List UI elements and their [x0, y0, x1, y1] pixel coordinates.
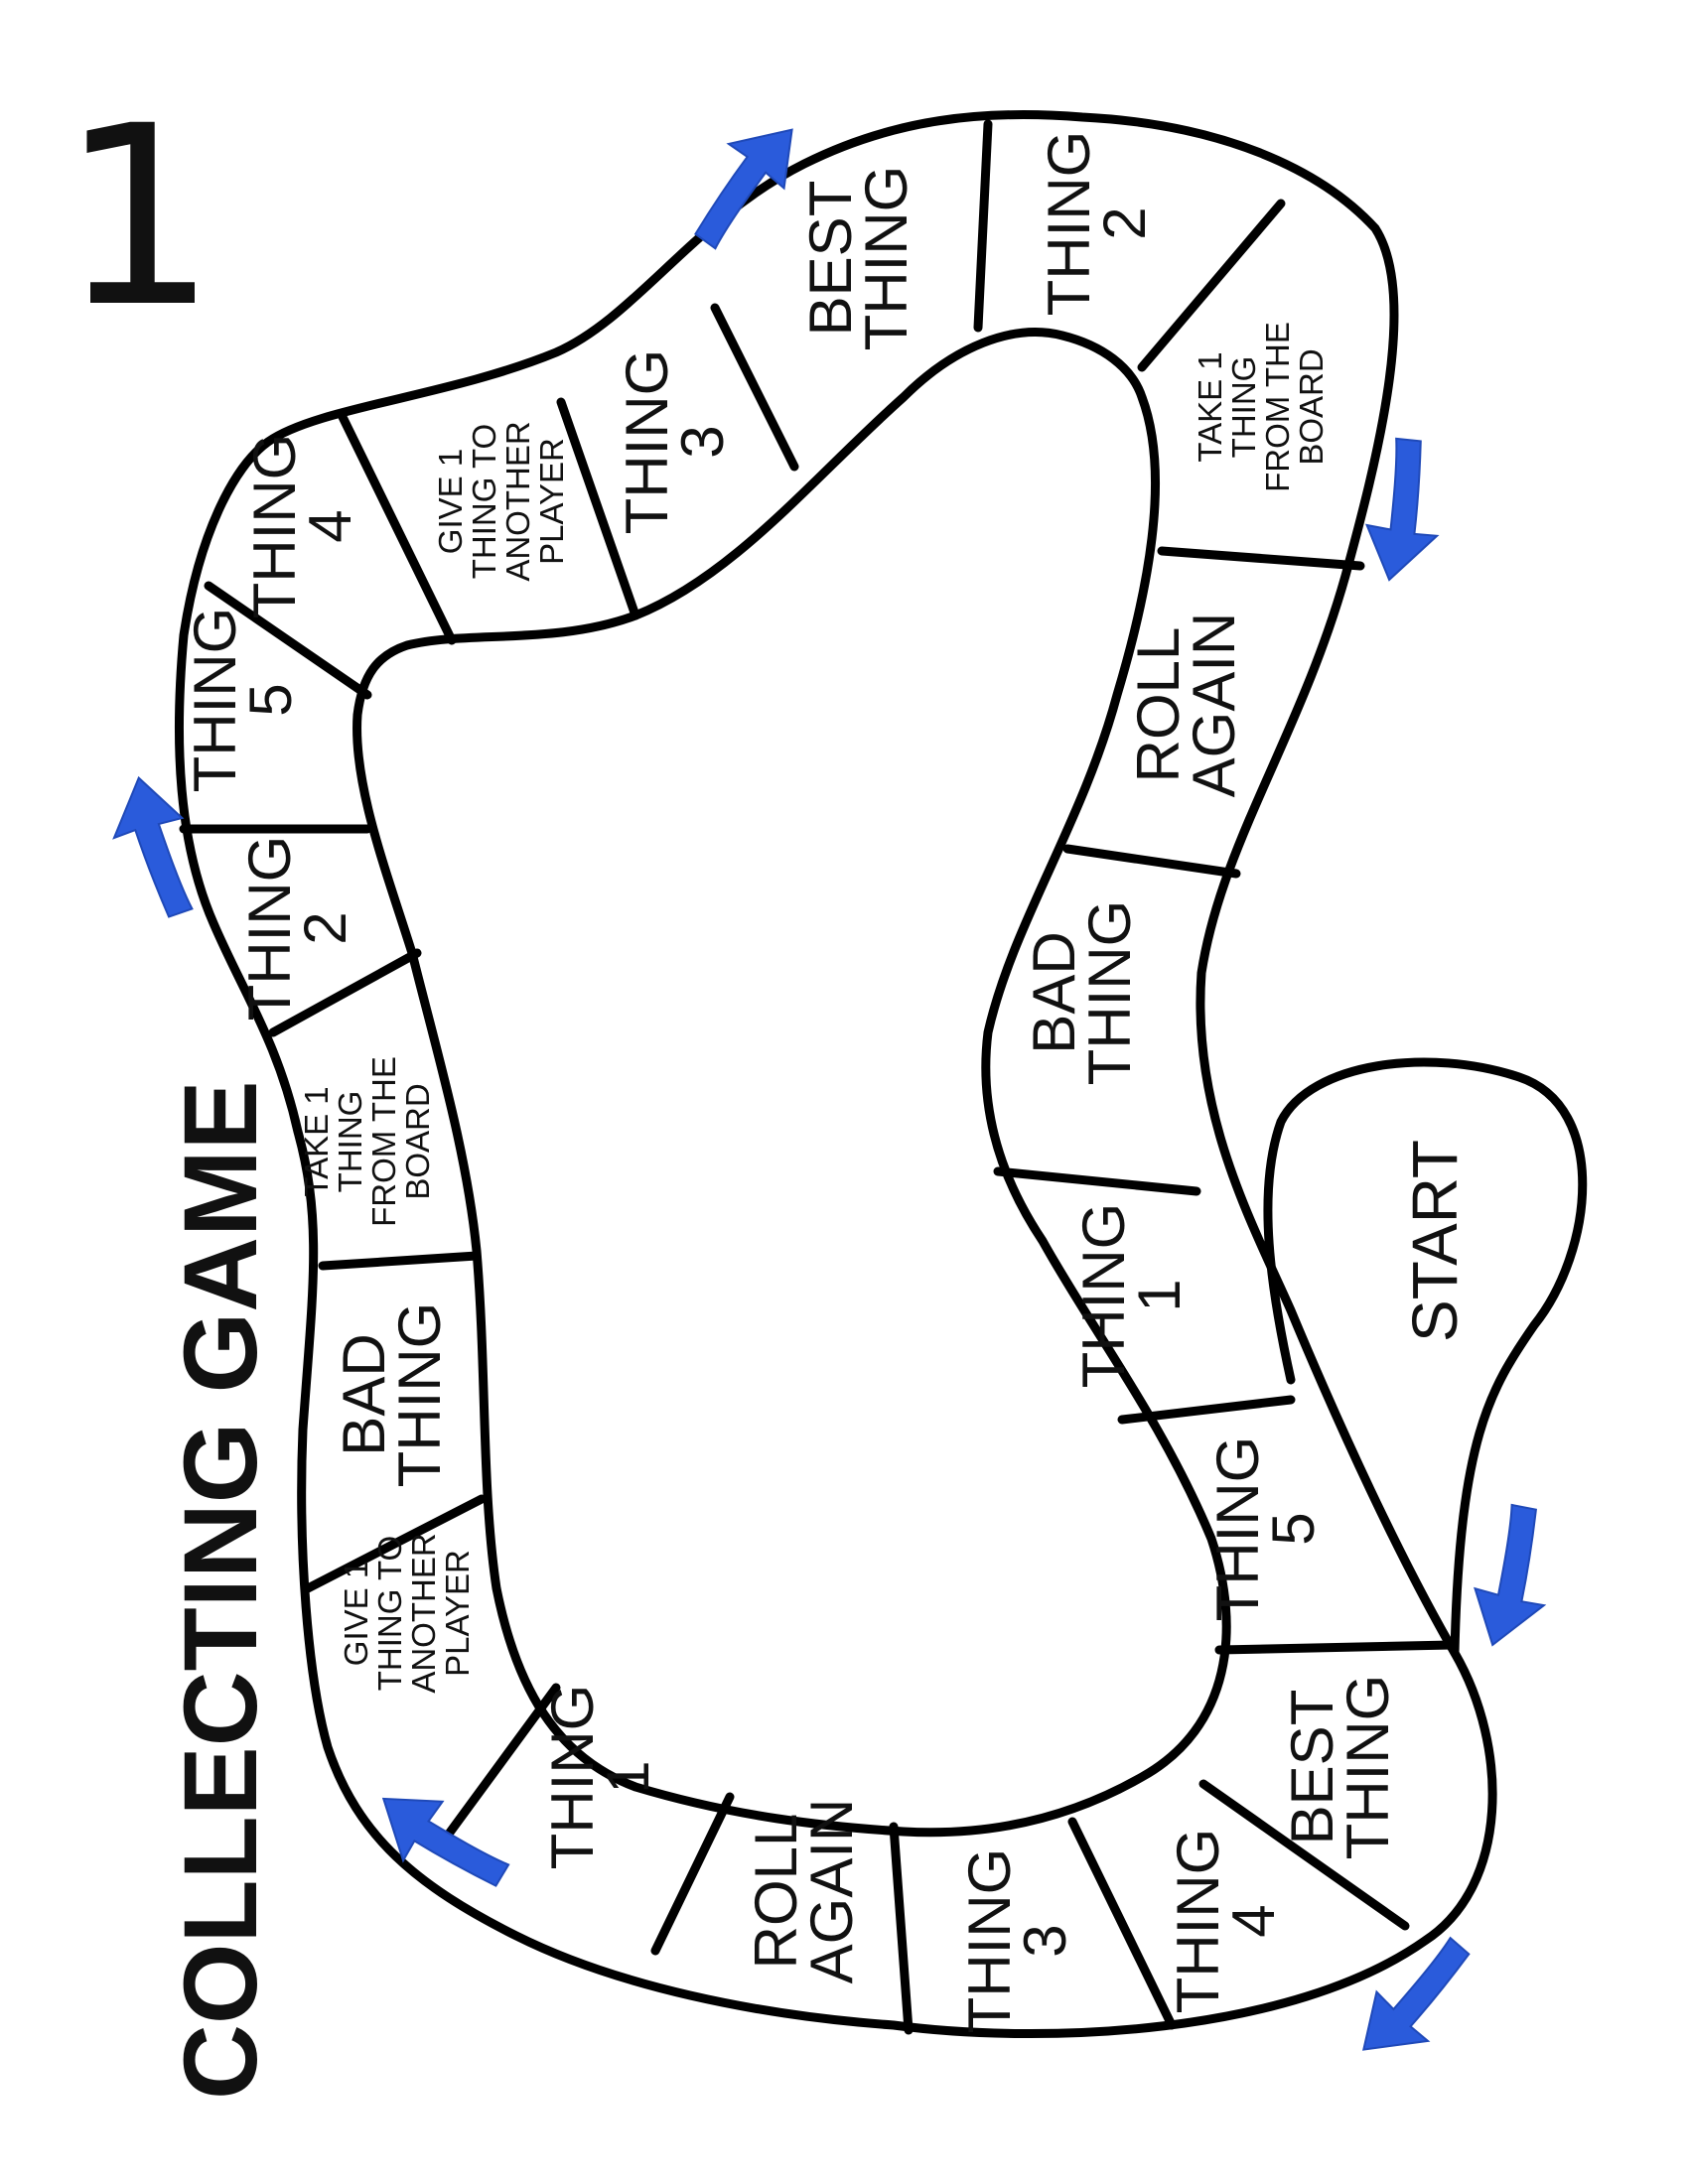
track-spaces: THING5BESTTHINGTHING4THING3ROLLAGAINTHIN… [182, 131, 1401, 2034]
board-space-18: ROLLAGAIN [1125, 613, 1247, 798]
board-space-line: BOARD [399, 1083, 436, 1199]
board-space-line: 3 [669, 425, 736, 458]
board-space-line: BAD [1021, 931, 1087, 1053]
board-space-line: THING [853, 166, 919, 351]
track-outer-edge [174, 110, 1497, 2039]
board-space-11: THING5 [182, 608, 304, 793]
board-space-line: THING [956, 1848, 1023, 2034]
board-space-line: THING [182, 608, 248, 793]
board-space-2: BESTTHING [1279, 1675, 1401, 1860]
board-space-line: GIVE 1 [432, 449, 469, 554]
arrow-down-left-icon [1362, 1936, 1471, 2051]
board-space-line: THING [386, 1302, 453, 1488]
start-label: START [1399, 1140, 1471, 1342]
board-space-20: THING1 [1070, 1203, 1193, 1389]
board-space-line: TAKE 1 [298, 1086, 335, 1196]
board-space-line: THING [1335, 1675, 1401, 1860]
board-space-8: BADTHING [331, 1302, 453, 1488]
board-space-line: TAKE 1 [1192, 351, 1228, 462]
board-space-line: FROM THE [1259, 322, 1296, 492]
board-space-16: THING2 [1036, 131, 1158, 317]
board-space-6: THING1 [539, 1685, 661, 1870]
direction-arrows [112, 128, 1547, 2051]
game-title: COLLECTING GAME [163, 1080, 279, 2100]
board-space-19: BADTHING [1021, 900, 1143, 1086]
board-space-line: BEST [797, 181, 864, 337]
board-space-14: THING3 [614, 349, 736, 535]
board-space-1: THING5 [1204, 1436, 1327, 1622]
board-space-line: 4 [297, 509, 363, 542]
board-space-10: THING2 [236, 836, 358, 1022]
board-space-line: 2 [1091, 206, 1158, 239]
board-space-line: THING [241, 434, 308, 619]
board-space-9: TAKE 1THINGFROM THEBOARD [298, 1056, 436, 1227]
arrow-down-right-icon [1364, 437, 1440, 582]
board-space-line: AGAIN [798, 1799, 865, 1984]
board-space-line: THING [1076, 900, 1143, 1086]
board-space-line: 1 [595, 1760, 661, 1793]
board-space-12: THING4 [241, 434, 363, 619]
board-space-line: PLAYER [439, 1550, 476, 1677]
board-space-13: GIVE 1THING TOANOTHERPLAYER [432, 421, 570, 581]
board-space-line: BEST [1279, 1690, 1345, 1845]
board-space-line: THING [1225, 356, 1262, 459]
board-space-15: BESTTHING [797, 166, 919, 351]
page-number: 1 [60, 72, 217, 361]
board-space-line: PLAYER [533, 438, 570, 565]
start-loop [1263, 1057, 1588, 1658]
board-space-line: THING [539, 1685, 606, 1870]
board-space-line: AGAIN [1181, 613, 1247, 798]
arrow-up-icon [112, 775, 194, 918]
board-space-7: GIVE 1THING TOANOTHERPLAYER [338, 1533, 476, 1693]
board-space-line: FROM THE [365, 1056, 402, 1227]
board-space-line: 2 [292, 911, 358, 944]
board-space-line: GIVE 1 [338, 1561, 374, 1666]
arrow-up-left-icon [381, 1797, 510, 1887]
board-space-5: ROLLAGAIN [743, 1799, 865, 1984]
board-space-line: ROLL [743, 1814, 809, 1970]
board-space-line: THING [236, 836, 303, 1022]
board-space-17: TAKE 1THINGFROM THEBOARD [1192, 322, 1330, 492]
board-space-line: 5 [237, 683, 304, 716]
board-space-line: THING [332, 1091, 368, 1193]
board-space-line: 1 [1126, 1279, 1193, 1311]
space-dividers [179, 119, 1457, 2035]
board-space-line: ROLL [1125, 627, 1192, 783]
board-space-line: THING [1070, 1203, 1137, 1389]
board-space-4: THING3 [956, 1848, 1078, 2034]
arrow-up-right-icon [694, 128, 793, 250]
board-space-line: THING TO [466, 424, 502, 579]
board-space-line: ANOTHER [405, 1533, 442, 1693]
board-space-line: THING TO [371, 1536, 408, 1691]
board-space-line: BAD [331, 1333, 397, 1455]
board-space-line: 3 [1012, 1924, 1078, 1957]
board-space-line: THING [1204, 1436, 1271, 1622]
board-space-line: BOARD [1293, 348, 1330, 465]
board-space-line: THING [1165, 1829, 1231, 2014]
board-space-line: THING [614, 349, 680, 535]
board-space-3: THING4 [1165, 1829, 1287, 2014]
arrow-down-icon [1474, 1503, 1547, 1647]
board-space-line: 4 [1220, 1904, 1287, 1937]
board-space-line: 5 [1260, 1512, 1327, 1545]
board-space-line: ANOTHER [499, 421, 536, 581]
board-space-line: THING [1036, 131, 1102, 317]
